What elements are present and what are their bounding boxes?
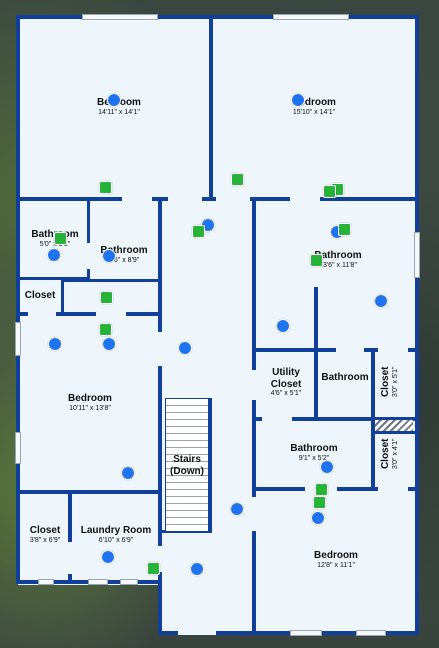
door-gap-closet-bottom: [68, 542, 72, 574]
room-label-bathroom-right-small[interactable]: Bathroom: [321, 372, 369, 383]
door-gap-right-bath: [290, 197, 320, 201]
wall-center-right: [252, 197, 256, 635]
door-gap-bedroom-bottom-left: [252, 497, 256, 531]
wall-outer-left-extension: [158, 580, 162, 635]
door-gap-top-left: [122, 197, 152, 201]
photo-marker[interactable]: [99, 181, 112, 194]
wall-outer-bottom: [158, 631, 419, 635]
door-gap-bath-right-small: [336, 348, 364, 352]
photo-marker[interactable]: [323, 185, 336, 198]
wall-bedroom-left-bottom: [16, 490, 162, 494]
wall-outer-right: [415, 15, 419, 635]
room-label-bedroom-bottom-right[interactable]: Bedroom 12'8" x 11'1": [314, 550, 358, 569]
room-label-bathroom-mid-left[interactable]: Bathroom 7'6" x 8'9": [100, 245, 148, 264]
photo-marker[interactable]: [54, 232, 67, 245]
door-gap-top-right: [216, 197, 250, 201]
wall-utility-right: [314, 348, 318, 420]
room-label-bedroom-left[interactable]: Bedroom 10'11" x 13'8": [68, 393, 112, 412]
camera-marker[interactable]: [178, 341, 192, 355]
room-label-closet-left[interactable]: Closet: [24, 290, 56, 301]
hatched-area: [375, 420, 413, 431]
door-gap-left-bath: [87, 243, 90, 269]
wall-utility-bottom: [252, 417, 419, 421]
camera-marker[interactable]: [276, 319, 290, 333]
window-bottom-laundry-1: [38, 579, 54, 585]
photo-marker[interactable]: [99, 323, 112, 336]
photo-marker[interactable]: [313, 496, 326, 509]
window-bottom-right-2: [356, 630, 386, 636]
stairs-graphic: [165, 398, 209, 532]
wall-hatch-bottom: [371, 431, 419, 434]
photo-marker[interactable]: [192, 225, 205, 238]
window-top-left: [82, 14, 158, 20]
room-label-closet-bottom-left[interactable]: Closet 3'8" x 6'9": [29, 525, 61, 544]
wall-top-center: [209, 15, 213, 201]
camera-marker[interactable]: [320, 460, 334, 474]
wall-outer-top: [16, 15, 419, 19]
room-label-bathroom-right-mid[interactable]: Bathroom 9'1" x 5'2": [290, 443, 338, 462]
wall-left-column-right: [158, 197, 162, 584]
camera-marker[interactable]: [311, 511, 325, 525]
door-gap-top-center: [168, 197, 202, 201]
camera-marker[interactable]: [291, 93, 305, 107]
photo-marker[interactable]: [147, 562, 160, 575]
camera-marker[interactable]: [190, 562, 204, 576]
room-label-closet-right-upper[interactable]: Closet 3'0" x 5'1": [380, 366, 399, 398]
door-gap-laundry: [158, 546, 162, 572]
door-gap-closet-right: [378, 348, 408, 352]
camera-marker[interactable]: [47, 248, 61, 262]
window-bottom-laundry-2: [88, 579, 108, 585]
door-gap-closet-lower: [378, 487, 408, 491]
window-right-bath: [414, 232, 420, 278]
camera-marker[interactable]: [107, 93, 121, 107]
room-label-closet-right-lower[interactable]: Closet 3'0" x 4'1": [380, 438, 399, 470]
door-gap-mid-bath: [96, 312, 126, 316]
wall-right-bath-bottom: [252, 348, 419, 352]
wall-stairs-right: [209, 398, 212, 532]
wall-outer-left: [16, 15, 20, 584]
camera-marker[interactable]: [121, 466, 135, 480]
door-gap-bath-mid: [262, 417, 292, 421]
photo-marker[interactable]: [310, 254, 323, 267]
room-label-bedroom-top-right[interactable]: Bedroom 15'10" x 14'1": [292, 97, 336, 116]
room-label-utility-closet[interactable]: Utility Closet 4'6" x 5'1": [270, 367, 302, 397]
wall-left-mid-bath-bottom: [62, 279, 160, 282]
door-gap-bedroom-left: [158, 332, 162, 366]
wall-right-bath-inner: [314, 287, 318, 352]
wall-left-bath-bottom: [16, 277, 90, 280]
camera-marker[interactable]: [374, 294, 388, 308]
wall-closet-right: [61, 279, 64, 315]
camera-marker[interactable]: [102, 249, 116, 263]
room-label-bathroom-right-large[interactable]: Bathroom 13'6" x 11'8": [314, 250, 362, 269]
door-gap-closet: [28, 312, 56, 316]
photo-marker[interactable]: [315, 483, 328, 496]
door-gap-utility: [252, 370, 256, 400]
window-bottom-laundry-3: [120, 579, 138, 585]
wall-bedroom-left-top: [16, 312, 162, 316]
photo-marker[interactable]: [100, 291, 113, 304]
window-bottom-right-1: [290, 630, 322, 636]
photo-marker[interactable]: [338, 223, 351, 236]
window-top-right: [273, 14, 349, 20]
window-left-bedroom: [15, 322, 21, 356]
floor-bottom-extension: [160, 580, 417, 635]
photo-marker[interactable]: [231, 173, 244, 186]
room-label-stairs[interactable]: Stairs (Down): [170, 454, 204, 477]
window-left-bedroom-2: [15, 432, 21, 464]
camera-marker[interactable]: [230, 502, 244, 516]
room-label-laundry-room[interactable]: Laundry Room 6'10" x 6'9": [80, 525, 152, 544]
camera-marker[interactable]: [48, 337, 62, 351]
camera-marker[interactable]: [102, 337, 116, 351]
camera-marker[interactable]: [101, 550, 115, 564]
wall-closet-laundry-divider: [68, 490, 72, 584]
wall-left-bath-right: [87, 197, 90, 279]
door-gap-bottom-exit: [178, 631, 216, 635]
